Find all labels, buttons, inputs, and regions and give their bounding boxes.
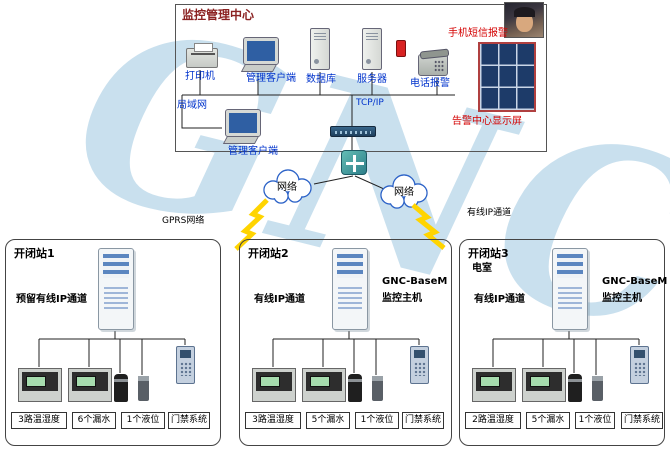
temp-humidity-meter-icon (18, 368, 62, 402)
management-client-icon (240, 37, 279, 72)
sensor-label-temp: 3路温湿度 (245, 412, 301, 429)
management-client2-icon (222, 109, 261, 144)
display-wall-label: 告警中心显示屏 (452, 116, 522, 127)
lan-switch-icon (330, 126, 376, 137)
station-title: 开闭站1 (14, 247, 55, 260)
database-label: 数据库 (306, 74, 336, 85)
sensor-label-leak: 6个漏水 (72, 412, 116, 429)
station-channel-label: 有线IP通道 (254, 294, 306, 305)
alarm-light-icon (396, 40, 406, 57)
telephone-icon (418, 54, 448, 76)
leak-controller-icon (522, 368, 566, 402)
cloud-left-label: 网络 (277, 182, 297, 193)
leak-sensor-icon (348, 374, 362, 402)
leak-sensor-icon (114, 374, 128, 402)
host-name-label: GNC-BaseM (382, 276, 448, 287)
sensor-label-door: 门禁系统 (402, 412, 444, 429)
network-cloud-right-icon (380, 174, 428, 209)
sensor-label-leak: 5个漏水 (526, 412, 570, 429)
lightning-left-icon (234, 198, 269, 251)
level-sensor-icon (372, 376, 383, 401)
server-label: 服务器 (357, 74, 387, 85)
sensor-label-leak: 5个漏水 (306, 412, 350, 429)
phone-alarm-label: 电话报警 (410, 78, 450, 89)
core-switch-icon (341, 150, 367, 175)
display-wall-icon (478, 42, 536, 112)
network-cloud-left-icon (263, 169, 312, 204)
station-2-box: 开闭站2 有线IP通道 GNC-BaseM 监控主机 3路温湿度 5个漏水 1个… (239, 239, 452, 446)
station-channel-label: 有线IP通道 (474, 294, 526, 305)
monitor-host-icon (552, 248, 588, 330)
station-subtitle: 电室 (472, 263, 492, 274)
center-bus-lines (181, 70, 455, 190)
door-access-icon (630, 346, 649, 384)
host-type-label: 监控主机 (382, 293, 422, 304)
monitor-host-icon (98, 248, 134, 330)
station-1-box: 开闭站1 预留有线IP通道 3路温湿度 6个漏水 1个液位 门禁系统 (5, 239, 221, 446)
sensor-label-temp: 2路温湿度 (465, 412, 521, 429)
center-title: 监控管理中心 (182, 8, 255, 22)
station-title: 开闭站2 (248, 247, 289, 260)
door-access-icon (410, 346, 429, 384)
level-sensor-icon (138, 376, 149, 401)
cloud-right-label: 网络 (394, 187, 414, 198)
printer-icon (186, 43, 218, 68)
leak-controller-icon (68, 368, 112, 402)
sensor-label-door: 门禁系统 (168, 412, 210, 429)
leak-controller-icon (302, 368, 346, 402)
database-icon (310, 28, 330, 70)
monitor-host-icon (332, 248, 368, 330)
door-access-icon (176, 346, 195, 384)
printer-label: 打印机 (185, 71, 215, 82)
client1-label: 管理客户端 (246, 73, 296, 84)
server-icon (362, 28, 382, 70)
leak-sensor-icon (568, 374, 582, 402)
level-sensor-icon (592, 376, 603, 401)
host-type-label: 监控主机 (602, 293, 642, 304)
sensor-label-door: 门禁系统 (621, 412, 663, 429)
tcpip-label: TCP/IP (356, 98, 384, 108)
lightning-right-icon (411, 203, 446, 250)
station-wires (38, 331, 640, 375)
station-title: 开闭站3 (468, 247, 509, 260)
sensor-label-level: 1个液位 (355, 412, 399, 429)
temp-humidity-meter-icon (472, 368, 516, 402)
wired-channel-label: 有线IP通道 (467, 208, 512, 218)
sensor-label-level: 1个液位 (121, 412, 165, 429)
station-channel-label: 预留有线IP通道 (16, 294, 88, 305)
person-photo (504, 2, 544, 38)
temp-humidity-meter-icon (252, 368, 296, 402)
host-name-label: GNC-BaseM (602, 276, 668, 287)
gprs-network-label: GPRS网络 (162, 216, 205, 226)
lan-label: 局域网 (177, 100, 207, 111)
sms-alarm-label: 手机短信报警 (448, 28, 508, 39)
client2-label: 管理客户端 (228, 146, 278, 157)
station-3-box: 开闭站3 电室 有线IP通道 GNC-BaseM 监控主机 2路温湿度 5个漏水… (459, 239, 668, 446)
sensor-label-level: 1个液位 (575, 412, 615, 429)
sensor-label-temp: 3路温湿度 (11, 412, 67, 429)
